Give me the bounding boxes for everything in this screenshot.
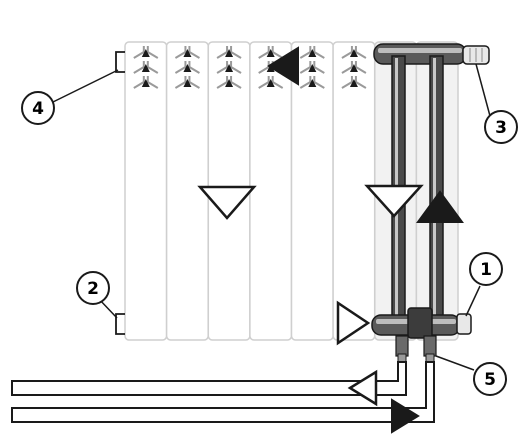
radiator-fin (133, 76, 159, 89)
radiator-fin-tip (308, 49, 317, 57)
flow-arrow-left-supply (347, 369, 378, 407)
radiator-fin (216, 76, 242, 89)
flow-arrow-up-return (416, 190, 464, 223)
callout-4-label: 4 (32, 99, 44, 119)
radiator-fin (299, 76, 325, 89)
radiator-fin-tip (308, 79, 317, 87)
bracket-bottom-left (115, 313, 125, 335)
leader-1 (465, 285, 481, 317)
radiator-fin (299, 61, 325, 74)
leader-5 (435, 355, 475, 371)
radiator-fin-tip (141, 79, 150, 87)
top-header-highlight (378, 48, 462, 53)
callout-2-label: 2 (87, 279, 99, 299)
callout-4-circle (21, 91, 55, 125)
flow-arrow-down-left (197, 185, 257, 220)
valve-outlet-right (423, 335, 437, 357)
radiator-fin-tip (225, 79, 234, 87)
bottom-plug (456, 313, 472, 335)
radiator-fin-tip (225, 64, 234, 72)
radiator-fin (174, 61, 200, 74)
radiator-fin-tip (266, 79, 275, 87)
flow-arrow-down-inner (364, 184, 424, 218)
radiator-fin (174, 46, 200, 59)
radiator-fin-tip (141, 64, 150, 72)
radiator-fin (341, 61, 367, 74)
radiator-fin (133, 61, 159, 74)
radiator-fin (174, 76, 200, 89)
callout-2-circle (76, 271, 110, 305)
leader-3 (475, 63, 491, 117)
side-brackets (115, 51, 125, 335)
radiator-fin-tip (308, 64, 317, 72)
vertical-pipe-b (429, 55, 444, 327)
radiator-fin (258, 46, 284, 59)
bracket-top-left (115, 51, 125, 73)
radiator-fin-tip (183, 49, 192, 57)
vertical-pipe-b-highlight (433, 58, 436, 322)
callout-1-circle (469, 252, 503, 286)
callout-3-circle (484, 110, 518, 144)
radiator-fin (299, 46, 325, 59)
radiator-fin-tip (225, 49, 234, 57)
radiator-fin (341, 76, 367, 89)
radiator-fin-tip (349, 64, 358, 72)
radiator-fin-tip (183, 79, 192, 87)
radiator-fin (133, 46, 159, 59)
callout-5-circle (473, 362, 507, 396)
radiator-fin (341, 46, 367, 59)
radiator-fin-tip (266, 49, 275, 57)
callout-1-label: 1 (480, 260, 492, 280)
callout-leaders (52, 63, 491, 371)
radiator-fin-tip (349, 49, 358, 57)
valve-outlet-left (395, 335, 409, 357)
radiator-fin (258, 76, 284, 89)
flow-arrows (197, 46, 464, 434)
flow-arrow-right-inlet (336, 300, 371, 346)
callout-3-label: 3 (495, 118, 507, 138)
flow-arrow-left-header (267, 46, 299, 86)
flow-arrow-right-return (391, 398, 420, 434)
radiator-fin-tip (141, 49, 150, 57)
upper-supply-pipe (11, 361, 407, 396)
top-header-pipe (373, 43, 467, 65)
callouts: 4 2 3 1 5 (21, 91, 518, 396)
valve-icon (407, 307, 433, 339)
radiator-fin (216, 61, 242, 74)
callout-5-label: 5 (484, 370, 496, 390)
radiator-fin (216, 46, 242, 59)
leader-4 (52, 69, 119, 103)
radiator-fin-tip (349, 79, 358, 87)
radiator-fins (133, 46, 367, 89)
radiator-fin-tip (183, 64, 192, 72)
